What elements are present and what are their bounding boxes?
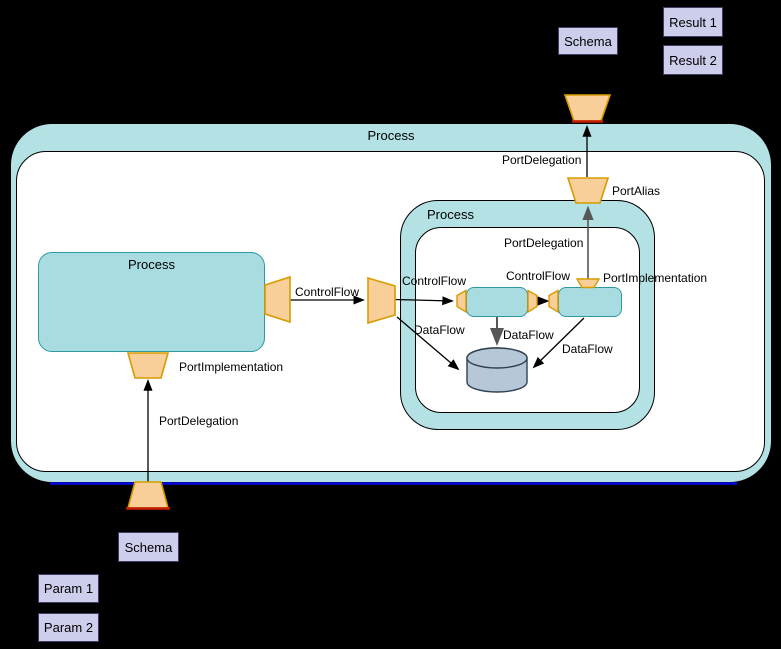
datastore-cylinder[interactable]	[466, 347, 528, 393]
task-box-1-input-port[interactable]	[456, 289, 467, 314]
portalias-port[interactable]	[566, 177, 610, 204]
controlflow-label-a: ControlFlow	[295, 285, 360, 299]
portdelegation-label-inner: PortDelegation	[504, 236, 584, 250]
param-2-label: Param 2	[43, 620, 94, 635]
controlflow-edge-b[interactable]	[394, 296, 454, 306]
portdelegation-label-bottom: PortDelegation	[159, 414, 239, 428]
dataflow-label-a: DataFlow	[414, 323, 465, 337]
result-1-node[interactable]: Result 1	[663, 7, 723, 37]
param-1-node[interactable]: Param 1	[38, 574, 99, 603]
result-1-label: Result 1	[669, 14, 717, 30]
portimplementation-port-left[interactable]	[126, 352, 170, 379]
task-box-2-input-port[interactable]	[548, 289, 559, 314]
left-box-output-port[interactable]	[264, 275, 291, 324]
task-box-2-top-port[interactable]	[575, 278, 601, 289]
controlflow-label-c: ControlFlow	[506, 269, 571, 283]
controlflow-label-b: ControlFlow	[402, 274, 467, 288]
left-process-label: Process	[128, 257, 175, 272]
schema-node-top[interactable]: Schema	[558, 27, 618, 55]
left-process-box[interactable]	[38, 252, 265, 352]
result-2-node[interactable]: Result 2	[663, 45, 723, 75]
dataflow-label-c: DataFlow	[562, 342, 613, 356]
dataflow-edge-c[interactable]	[532, 317, 585, 369]
schema-node-bottom-label: Schema	[124, 539, 173, 555]
portdelegation-label-top: PortDelegation	[502, 153, 582, 167]
schema-node-top-label: Schema	[564, 33, 612, 49]
portimplementation-label-left: PortImplementation	[179, 360, 284, 374]
param-1-label: Param 1	[43, 581, 94, 596]
param-2-node[interactable]: Param 2	[38, 613, 99, 642]
inner-process-label: Process	[427, 207, 474, 222]
portalias-label: PortAlias	[612, 184, 661, 198]
portimplementation-label-inner: PortImplementation	[603, 271, 708, 285]
datastore-cylinder-top[interactable]	[466, 347, 528, 369]
outer-process-label: Process	[367, 128, 415, 143]
schema-node-bottom[interactable]: Schema	[118, 532, 179, 562]
dataflow-label-b: DataFlow	[503, 328, 554, 342]
bottom-boundary-port[interactable]	[126, 481, 170, 509]
top-boundary-port[interactable]	[563, 94, 612, 122]
inner-container-input-port[interactable]	[367, 276, 396, 325]
result-2-label: Result 2	[669, 52, 717, 68]
inner-task-box-1[interactable]	[466, 287, 528, 317]
task-box-1-output-port[interactable]	[527, 289, 538, 314]
dataflow-edge-a[interactable]	[396, 316, 460, 371]
